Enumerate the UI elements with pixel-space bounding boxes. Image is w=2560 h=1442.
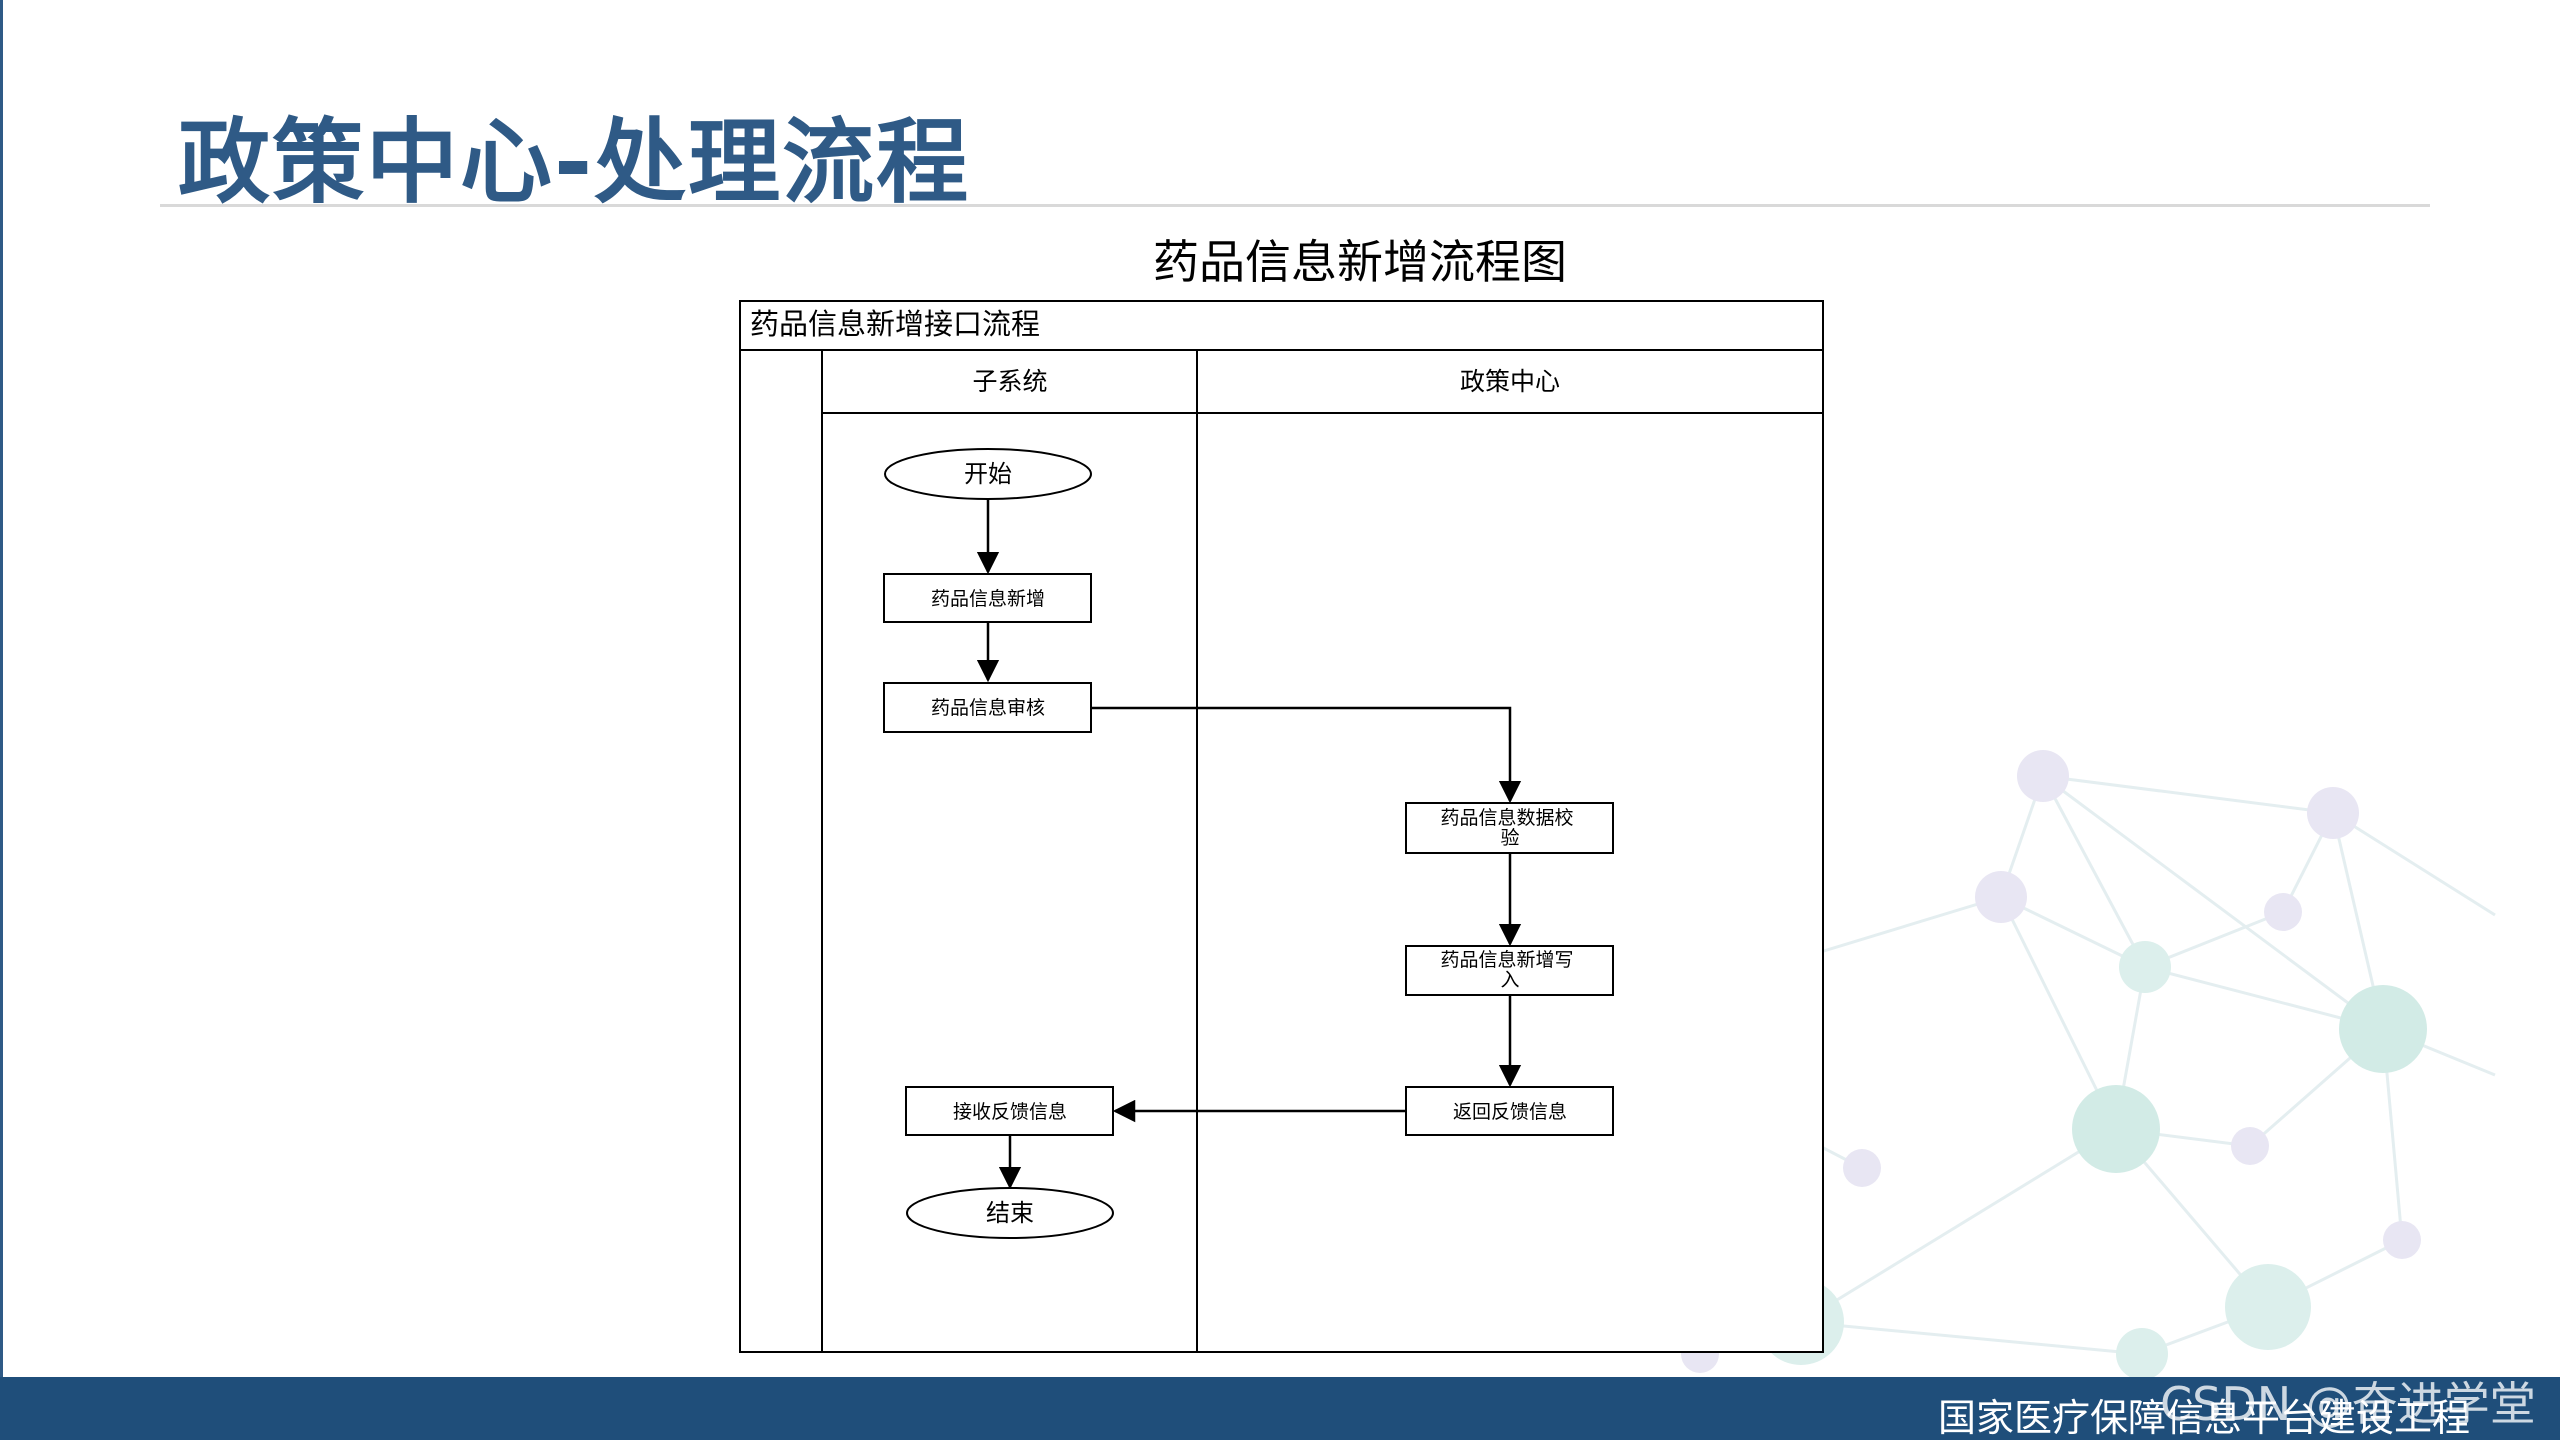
watermark: CSDN @奋进学堂 <box>2160 1377 2536 1431</box>
node-validate <box>1405 802 1614 854</box>
node-validate-label: 药品信息数据校 验 <box>1440 807 1579 849</box>
node-feedback <box>1405 1086 1614 1136</box>
node-start <box>884 448 1092 500</box>
connector-review-validate <box>1091 706 1522 804</box>
node-validate-label-line2: 验 <box>1500 827 1519 849</box>
node-write-label: 药品信息新增写 入 <box>1440 949 1579 991</box>
node-receive <box>905 1086 1114 1136</box>
node-write-label-line2: 入 <box>1500 969 1519 991</box>
node-add <box>883 573 1092 623</box>
page-title: 政策中心-处理流程 <box>178 109 971 216</box>
node-start-label: 开始 <box>964 460 1012 488</box>
left-accent-rule <box>0 0 3 1377</box>
node-end <box>906 1187 1114 1239</box>
lane-policy-center-label: 政策中心 <box>1460 367 1560 396</box>
node-add-label: 药品信息新增 <box>931 588 1045 610</box>
flowchart-frame <box>739 300 1824 1353</box>
node-review <box>883 682 1092 733</box>
lane-subsystem-label: 子系统 <box>972 367 1047 396</box>
node-end-label: 结束 <box>986 1199 1034 1227</box>
title-divider <box>160 204 2430 207</box>
node-review-label: 药品信息审核 <box>931 697 1045 719</box>
node-validate-label-line1: 药品信息数据校 <box>1440 807 1573 829</box>
flowchart-header: 药品信息新增接口流程 <box>750 307 1040 341</box>
node-write-label-line1: 药品信息新增写 <box>1440 949 1573 971</box>
diagram-title: 药品信息新增流程图 <box>1153 235 1567 289</box>
node-write <box>1405 945 1614 996</box>
footer-text: 国家医疗保障信息平台建设工程 <box>1937 1396 2470 1440</box>
footer-bar: 国家医疗保障信息平台建设工程 <box>0 1377 2560 1440</box>
node-receive-label: 接收反馈信息 <box>953 1101 1067 1123</box>
node-feedback-label: 返回反馈信息 <box>1453 1101 1567 1123</box>
